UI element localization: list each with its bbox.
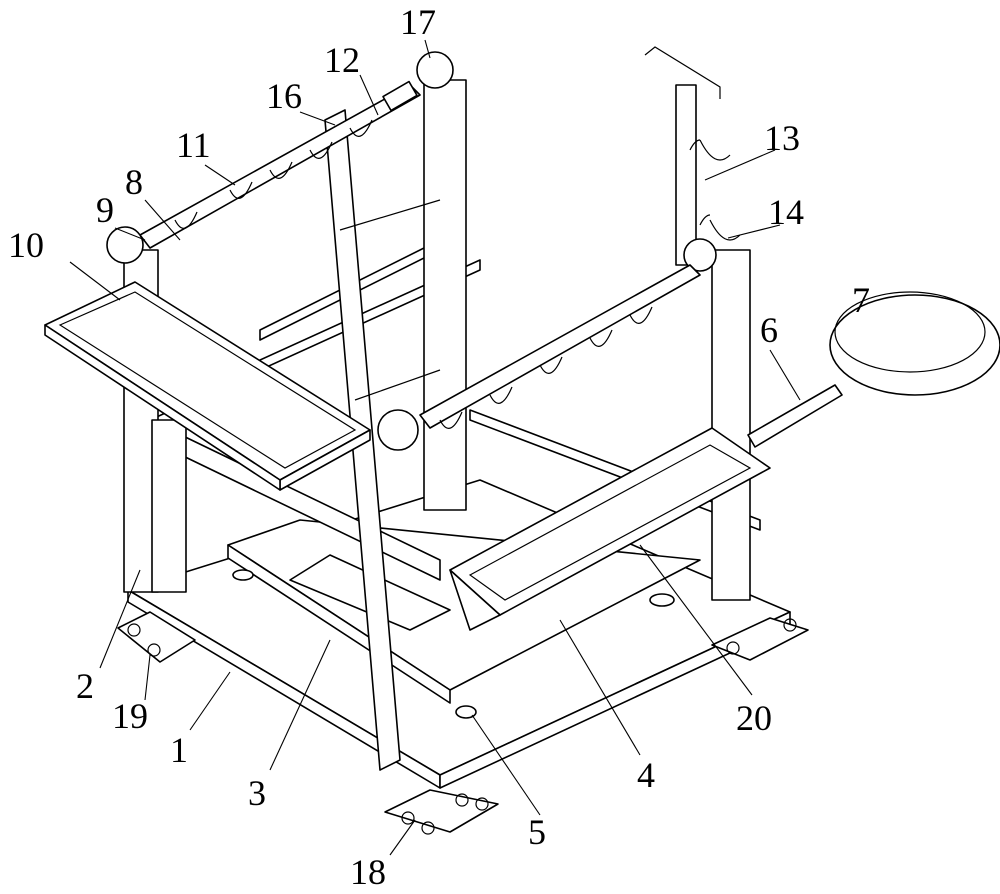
label-5: 5: [528, 812, 546, 852]
label-18: 18: [350, 852, 386, 892]
label-11: 11: [176, 125, 211, 165]
mounting-foot-19: [117, 611, 196, 663]
label-8: 8: [125, 162, 143, 202]
label-1: 1: [170, 730, 188, 770]
label-4: 4: [637, 755, 655, 795]
label-14: 14: [768, 192, 804, 232]
seat-arm-6: [747, 291, 1000, 448]
label-19: 19: [112, 696, 148, 736]
hooks-13-14: [644, 46, 741, 241]
rail-lower: [377, 264, 701, 451]
label-6: 6: [760, 310, 778, 350]
label-12: 12: [324, 40, 360, 80]
label-10: 10: [8, 225, 44, 265]
label-3: 3: [248, 773, 266, 813]
label-2: 2: [76, 666, 94, 706]
label-13: 13: [764, 118, 800, 158]
post-back-17: [416, 51, 467, 511]
mounting-foot-18: [384, 789, 499, 835]
tray-20: [449, 427, 771, 631]
label-9: 9: [96, 190, 114, 230]
tray-10: [44, 281, 371, 491]
label-7: 7: [852, 280, 870, 320]
mounting-foot-right: [711, 617, 809, 661]
post-right: [675, 84, 751, 601]
label-20: 20: [736, 698, 772, 738]
label-17: 17: [400, 2, 436, 42]
label-16: 16: [266, 76, 302, 116]
